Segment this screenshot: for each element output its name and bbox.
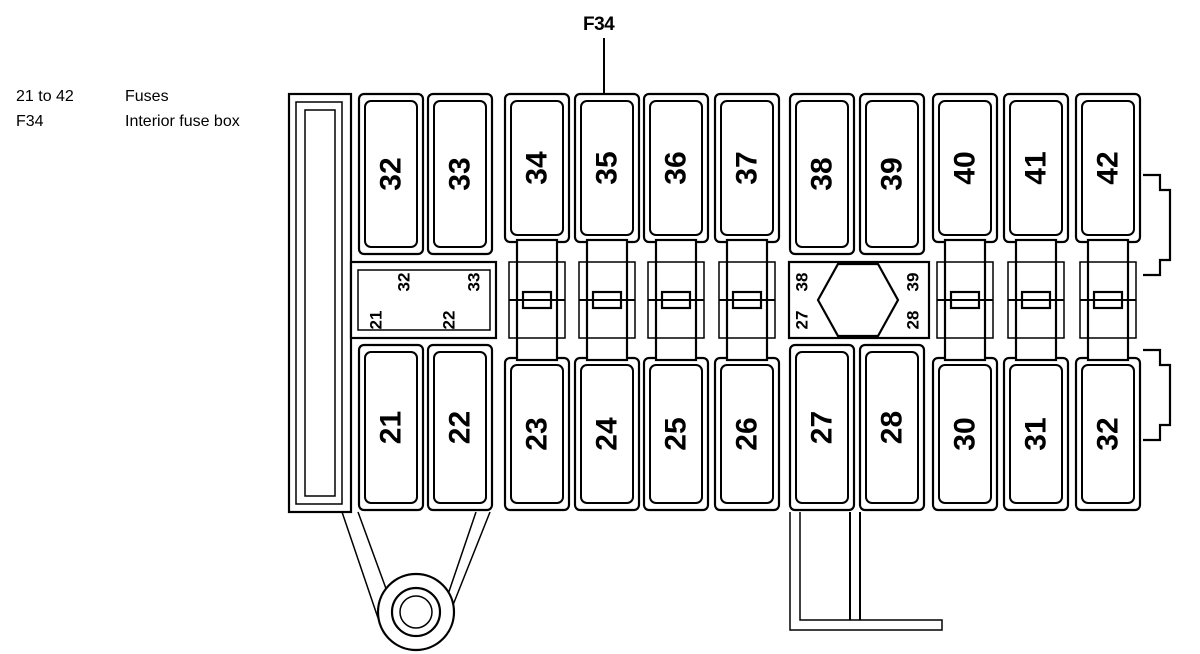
fuse-32-top: 32 bbox=[357, 92, 425, 256]
fuse-42-top: 42 bbox=[1074, 92, 1142, 244]
fuse-27-bottom: 27 bbox=[788, 343, 856, 512]
bridge-label: 39 bbox=[904, 273, 923, 292]
legend-row: 21 to 42 Fuses bbox=[16, 84, 240, 109]
fuse-box-callout-label: F34 bbox=[583, 14, 615, 35]
fuse-number-label: 21 bbox=[375, 411, 408, 444]
fuse-number-label: 32 bbox=[1092, 417, 1125, 450]
legend-value: Fuses bbox=[125, 88, 169, 105]
fuse-socket-connector bbox=[647, 238, 705, 362]
fuse-number-label: 36 bbox=[660, 151, 693, 184]
bridge-label: 33 bbox=[465, 273, 484, 292]
fuse-23-bottom: 23 bbox=[503, 356, 571, 512]
fuse-socket-connector bbox=[578, 238, 636, 362]
mounting-bracket bbox=[341, 511, 491, 652]
fuse-22-bottom: 22 bbox=[426, 343, 494, 512]
relay-bridge-middle bbox=[787, 260, 931, 340]
housing-cover bbox=[287, 92, 353, 514]
legend-key: F34 bbox=[16, 113, 44, 130]
fuse-33-top: 33 bbox=[426, 92, 494, 256]
fuse-number-label: 27 bbox=[806, 411, 839, 444]
fuse-socket-connector bbox=[936, 238, 994, 362]
bridge-label: 22 bbox=[440, 311, 459, 330]
fuse-number-label: 22 bbox=[444, 411, 477, 444]
fuse-38-top: 38 bbox=[788, 92, 856, 256]
bridge-label: 38 bbox=[793, 273, 812, 292]
fuse-number-label: 24 bbox=[591, 417, 624, 451]
fuse-number-label: 40 bbox=[949, 151, 982, 184]
fuse-32-bottom: 32 bbox=[1074, 356, 1142, 512]
bridge-label: 28 bbox=[904, 311, 923, 330]
legend-key: 21 to 42 bbox=[16, 88, 74, 105]
fuse-30-bottom: 30 bbox=[931, 356, 999, 512]
bridge-label: 21 bbox=[367, 311, 386, 330]
fuse-31-bottom: 31 bbox=[1002, 356, 1070, 512]
cable-duct bbox=[789, 512, 943, 631]
fuse-number-label: 35 bbox=[591, 151, 624, 184]
fuse-number-label: 38 bbox=[806, 157, 839, 190]
fuse-25-bottom: 25 bbox=[642, 356, 710, 512]
fuse-number-label: 30 bbox=[949, 417, 982, 450]
fuse-40-top: 40 bbox=[931, 92, 999, 244]
fuse-number-label: 41 bbox=[1020, 151, 1053, 184]
fuse-number-label: 25 bbox=[660, 417, 693, 450]
fuse-37-top: 37 bbox=[713, 92, 781, 244]
fuse-number-label: 28 bbox=[876, 411, 909, 444]
legend-value: Interior fuse box bbox=[125, 113, 240, 130]
fuse-34-top: 34 bbox=[503, 92, 571, 244]
fuse-26-bottom: 26 bbox=[713, 356, 781, 512]
bridge-label: 32 bbox=[395, 273, 414, 292]
fuse-39-top: 39 bbox=[858, 92, 926, 256]
fuse-35-top: 35 bbox=[573, 92, 641, 244]
fuse-number-label: 23 bbox=[521, 417, 554, 450]
fuse-socket-connector bbox=[508, 238, 566, 362]
fuse-number-label: 34 bbox=[521, 151, 554, 185]
fuse-number-label: 39 bbox=[876, 157, 909, 190]
fuse-21-bottom: 21 bbox=[357, 343, 425, 512]
fuse-24-bottom: 24 bbox=[573, 356, 641, 512]
legend: 21 to 42 Fuses F34 Interior fuse box bbox=[16, 84, 240, 134]
fuse-number-label: 37 bbox=[731, 151, 764, 184]
fuse-socket-connector bbox=[1079, 238, 1137, 362]
fuse-number-label: 31 bbox=[1020, 417, 1053, 450]
fuse-number-label: 33 bbox=[444, 157, 477, 190]
legend-row: F34 Interior fuse box bbox=[16, 109, 240, 134]
fuse-41-top: 41 bbox=[1002, 92, 1070, 244]
relay-bridge-left bbox=[349, 260, 498, 340]
fuse-number-label: 32 bbox=[375, 157, 408, 190]
fuse-number-label: 42 bbox=[1092, 151, 1125, 184]
bridge-label: 27 bbox=[793, 311, 812, 330]
fuse-36-top: 36 bbox=[642, 92, 710, 244]
fuse-socket-connector bbox=[1007, 238, 1065, 362]
housing-side-clips bbox=[1143, 173, 1172, 442]
fuse-socket-connector bbox=[718, 238, 776, 362]
fuse-28-bottom: 28 bbox=[858, 343, 926, 512]
fuse-number-label: 26 bbox=[731, 417, 764, 450]
